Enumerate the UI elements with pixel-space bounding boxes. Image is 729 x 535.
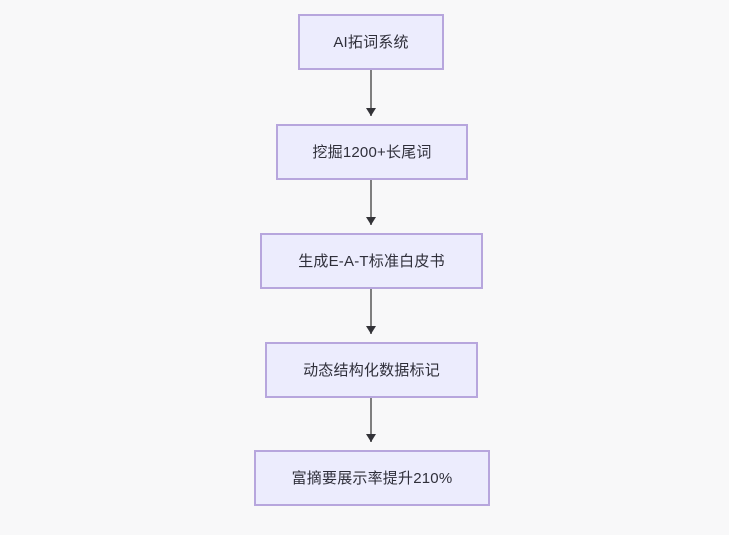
flow-edge-n1-to-n2 (370, 70, 372, 116)
arrowhead-icon-n2-to-n3 (366, 217, 376, 225)
flow-edge-n3-to-n4 (370, 289, 372, 334)
flow-node-n4[interactable]: 动态结构化数据标记 (265, 342, 478, 398)
flow-node-label: AI拓词系统 (333, 33, 409, 51)
arrowhead-icon-n3-to-n4 (366, 326, 376, 334)
flow-node-n1[interactable]: AI拓词系统 (298, 14, 444, 70)
flow-edge-n2-to-n3 (370, 180, 372, 225)
arrowhead-icon-n4-to-n5 (366, 434, 376, 442)
flow-node-label: 挖掘1200+长尾词 (312, 143, 432, 161)
flow-node-label: 生成E-A-T标准白皮书 (298, 252, 445, 270)
flow-node-label: 动态结构化数据标记 (303, 361, 440, 379)
arrowhead-icon-n1-to-n2 (366, 108, 376, 116)
flow-node-n2[interactable]: 挖掘1200+长尾词 (276, 124, 468, 180)
flow-node-label: 富摘要展示率提升210% (291, 469, 453, 487)
flow-node-n5[interactable]: 富摘要展示率提升210% (254, 450, 490, 506)
flow-edge-n4-to-n5 (370, 398, 372, 442)
flow-node-n3[interactable]: 生成E-A-T标准白皮书 (260, 233, 483, 289)
